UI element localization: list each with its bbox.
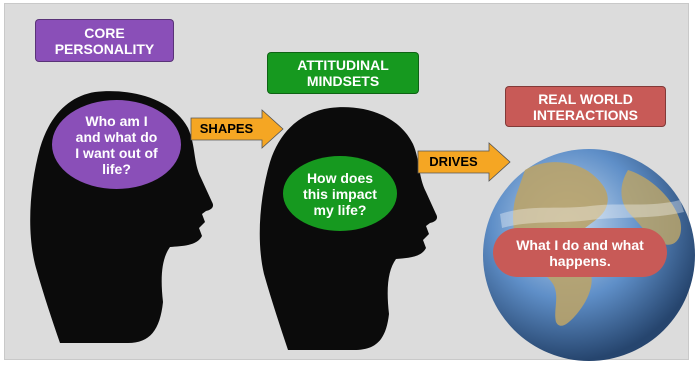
globe-landmass	[621, 170, 682, 245]
arrow-right-icon	[190, 109, 284, 149]
question-bubble-core-personality: Who am I and what do I want out of life?	[52, 100, 181, 189]
globe-cloud	[500, 200, 684, 228]
stage-label-core-personality: CORE PERSONALITY	[35, 19, 174, 62]
arrow-right-icon	[417, 142, 511, 182]
connector-label-shapes: SHAPES	[199, 121, 254, 136]
question-bubble-real-world-interactions: What I do and what happens.	[493, 228, 667, 277]
stage-label-attitudinal-mindsets: ATTITUDINAL MINDSETS	[267, 52, 419, 94]
connector-label-drives: DRIVES	[429, 154, 478, 169]
stage-label-real-world-interactions: REAL WORLD INTERACTIONS	[505, 86, 666, 127]
question-bubble-attitudinal-mindsets: How does this impact my life?	[283, 156, 397, 231]
